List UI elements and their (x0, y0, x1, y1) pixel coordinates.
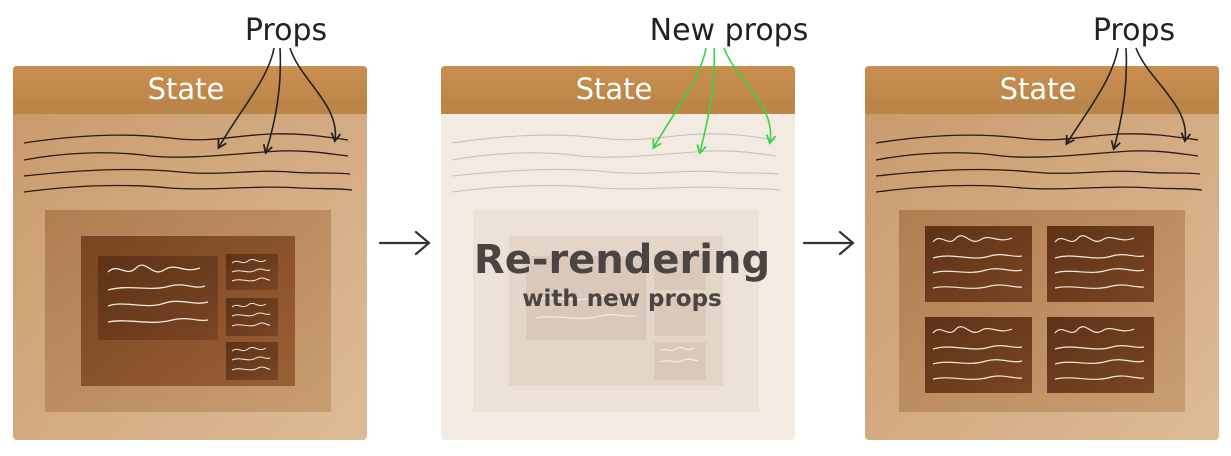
panel-2: State Re-rendering with new props New pr… (441, 13, 808, 440)
panel-1-block-large (98, 256, 218, 340)
panel-3-props-label: Props (1093, 13, 1175, 48)
right-arrow-icon (378, 230, 431, 256)
panel-2-block-small-1 (654, 254, 706, 290)
panel-1-text-lines (23, 133, 353, 193)
overlay-subtitle: with new props (522, 286, 722, 312)
panel-1-props-arrows (217, 47, 342, 155)
panel-1-block-small-3 (226, 342, 278, 380)
panel-2-new-props-arrows (652, 47, 777, 155)
panel-3-block-2 (1047, 226, 1154, 302)
panel-3-block-1 (925, 226, 1032, 302)
overlay-title: Re-rendering (474, 237, 770, 283)
panel-2-text-lines (451, 133, 781, 193)
panel-3-block-4 (1047, 317, 1154, 393)
panel-2-props-label: New props (650, 13, 809, 48)
panel-3-props-arrows (1065, 47, 1192, 151)
panel-1-state-label: State (148, 72, 225, 106)
right-arrow-icon (802, 230, 855, 256)
panel-3: State Props (865, 13, 1219, 440)
panel-2-block-small-2 (654, 298, 706, 336)
panel-1-props-label: Props (245, 13, 327, 48)
panel-3-block-3 (925, 317, 1032, 393)
panel-1: State Props (13, 13, 367, 440)
panel-3-text-lines (875, 133, 1203, 193)
panel-1-block-small-2 (226, 298, 278, 336)
panel-2-state-label: State (576, 72, 653, 106)
panel-3-state-label: State (1000, 72, 1077, 106)
